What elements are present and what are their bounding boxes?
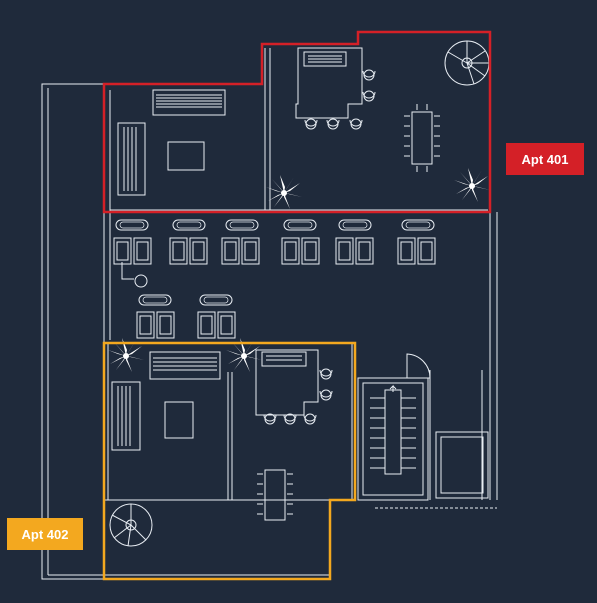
- palm-tree-icon: [266, 175, 302, 209]
- seat: [217, 311, 236, 339]
- kitchen-402: [255, 349, 319, 416]
- sofa-402-side: [111, 381, 141, 451]
- seat: [189, 237, 208, 265]
- seat: [241, 237, 260, 265]
- seat: [136, 311, 155, 339]
- apt-402-boundary: [102, 341, 357, 581]
- seat: [397, 237, 416, 265]
- seat: [335, 237, 354, 265]
- seat: [197, 311, 216, 339]
- dining-table-401: [411, 111, 433, 165]
- palm-tree-icon: [454, 168, 490, 202]
- apt-402-label: Apt 402: [7, 518, 83, 550]
- sofa-401-side: [117, 122, 146, 196]
- sofa-401-top: [152, 89, 226, 116]
- seat: [301, 237, 320, 265]
- seat: [156, 311, 175, 339]
- dining-table-402: [264, 469, 286, 521]
- seat: [417, 237, 436, 265]
- seat: [133, 237, 152, 265]
- apt-401-boundary: [102, 30, 492, 214]
- coffee-table-402: [164, 401, 194, 439]
- seat: [169, 237, 188, 265]
- seat: [355, 237, 374, 265]
- seat: [281, 237, 300, 265]
- apt-401-label: Apt 401: [506, 143, 584, 175]
- sofa-402-top: [149, 351, 221, 380]
- seat-pairs: [113, 237, 436, 339]
- coffee-table-401: [167, 141, 205, 171]
- kitchen-401: [295, 47, 363, 119]
- seat: [221, 237, 240, 265]
- stair-core: [357, 377, 429, 501]
- outer-wall-left: [41, 83, 105, 580]
